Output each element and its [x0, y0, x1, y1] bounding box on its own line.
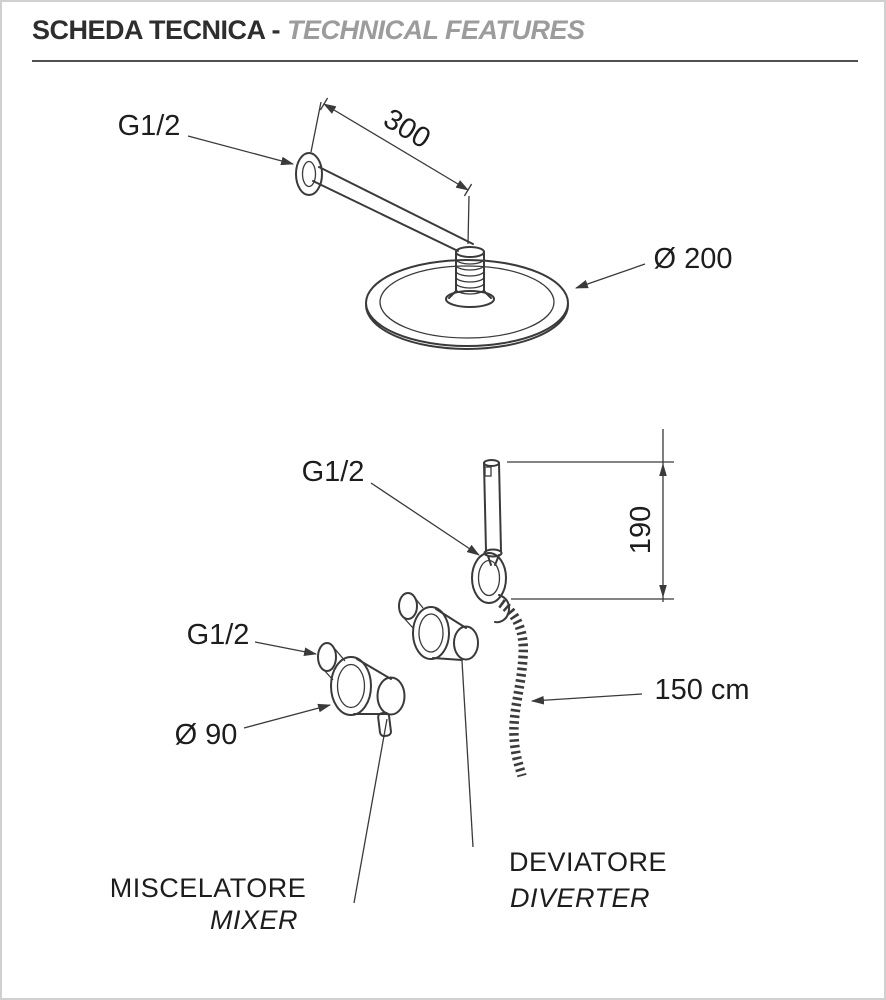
- handshower-height-value: 190: [625, 506, 657, 554]
- mixer-lever: [377, 711, 392, 738]
- dimension-300: 300: [310, 97, 473, 245]
- flexible-hose: [498, 599, 529, 778]
- thread-rib: [455, 270, 485, 277]
- shower-arm: [312, 166, 474, 252]
- thread-rib: [455, 276, 485, 283]
- header: SCHEDA TECNICA -TECHNICAL FEATURES: [32, 15, 585, 46]
- mixer-thread-leader-line: [254, 641, 318, 656]
- hose-length-leader-line: [530, 693, 643, 705]
- diverter-name-it: DEVIATORE: [509, 847, 667, 877]
- mixer-diameter-label: Ø 90: [175, 719, 238, 751]
- shower-head-disc: [365, 259, 569, 350]
- head-disc-face: [379, 265, 555, 339]
- arm-wall-flange: [295, 152, 323, 196]
- arm-thread-label: G1/2: [118, 110, 181, 142]
- arm-bottom-edge: [312, 180, 459, 252]
- mixer-knob-face: [376, 676, 406, 716]
- hose-length-label: 150 cm: [654, 674, 749, 706]
- mixer-flange-inner: [336, 663, 366, 709]
- outlet-flange-outer: [471, 552, 507, 604]
- mixer-diameter-leader-line: [243, 703, 332, 729]
- diverter-flange-inner: [418, 613, 444, 653]
- header-divider: [32, 60, 858, 62]
- head-diameter-leader-line: [574, 263, 646, 289]
- mixer-name-en: MIXER: [210, 905, 298, 935]
- rain-shower-figure: G1/2: [118, 97, 733, 350]
- hand-shower-handle: [483, 459, 503, 558]
- head-diameter-label: Ø 200: [654, 243, 733, 275]
- diverter-inlet-link-top: [414, 597, 424, 609]
- diverter-knob-top-edge: [435, 608, 467, 629]
- mixer-knob-top-edge: [356, 658, 392, 680]
- wall-outlet-holder: [471, 552, 511, 624]
- mixer-inlet-body: [317, 642, 337, 672]
- diverter-name-leader-line: [461, 660, 474, 848]
- thread-rib: [455, 282, 485, 289]
- diverter-knob-bottom-edge: [432, 657, 463, 661]
- diverter-knob-face: [453, 625, 479, 661]
- diverter-name-en: DIVERTER: [510, 883, 650, 913]
- handle-top: [483, 459, 500, 467]
- hand-shower-figure: G1/2: [110, 429, 750, 935]
- handle-right-edge: [498, 462, 502, 552]
- outlet-thread-leader-line: [370, 482, 480, 556]
- mixer-name-leader-line: [353, 718, 388, 904]
- mixer-name-it: MISCELATORE: [110, 873, 307, 903]
- extension-line-left: [310, 101, 322, 153]
- thread-rib: [455, 288, 485, 295]
- page-title: SCHEDA TECNICA -: [32, 15, 281, 45]
- flange-outer: [295, 152, 323, 196]
- head-center-boss: [445, 290, 495, 308]
- arm-thread-leader-line: [187, 135, 295, 166]
- handle-left-edge: [483, 462, 487, 552]
- connector-top: [455, 246, 485, 258]
- head-disc-rim: [365, 304, 569, 350]
- mixer-flange-outer: [330, 656, 372, 716]
- outlet-thread-label: G1/2: [302, 456, 365, 488]
- arrow-down: [659, 585, 667, 598]
- flange-inner: [301, 160, 317, 188]
- diverter-flange-outer: [412, 606, 450, 660]
- dimension-190: 190: [507, 429, 674, 602]
- head-disc-outline: [365, 259, 569, 347]
- dimension-tick-left: [319, 97, 329, 111]
- mixer-thread-label: G1/2: [187, 619, 250, 651]
- diverter-inlet-body: [398, 592, 418, 620]
- diverter-valve: [398, 592, 479, 661]
- arm-length-value: 300: [378, 103, 436, 155]
- page-subtitle: TECHNICAL FEATURES: [287, 15, 585, 45]
- handle-spray-detail: [484, 466, 492, 477]
- dimension-tick-right: [463, 183, 473, 197]
- outlet-flange-inner: [477, 559, 501, 597]
- dimension-line: [323, 103, 469, 191]
- mixer-valve: [317, 642, 406, 738]
- arrow-up: [659, 463, 667, 476]
- diverter-inlet-link-bottom: [403, 617, 414, 629]
- extension-line-right: [467, 195, 470, 245]
